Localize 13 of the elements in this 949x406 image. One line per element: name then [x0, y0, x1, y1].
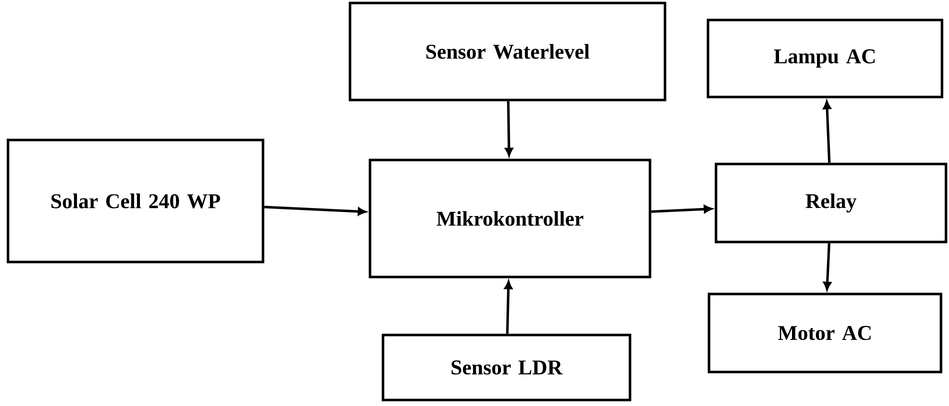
arrow — [504, 280, 512, 334]
arrow — [264, 206, 366, 216]
block-box: Motor AC — [708, 292, 942, 374]
block-box: Sensor LDR — [382, 334, 632, 402]
arrow — [651, 205, 712, 214]
arrow — [504, 101, 513, 156]
block-box: Mikrokontroller — [368, 158, 652, 278]
arrow — [823, 100, 832, 163]
block-box: Lampu AC — [706, 18, 944, 98]
arrow — [823, 243, 832, 290]
block-box: Solar Cell 240 WP — [6, 138, 264, 264]
block-box: Sensor Waterlevel — [348, 2, 666, 102]
block-box: Relay — [714, 162, 948, 244]
